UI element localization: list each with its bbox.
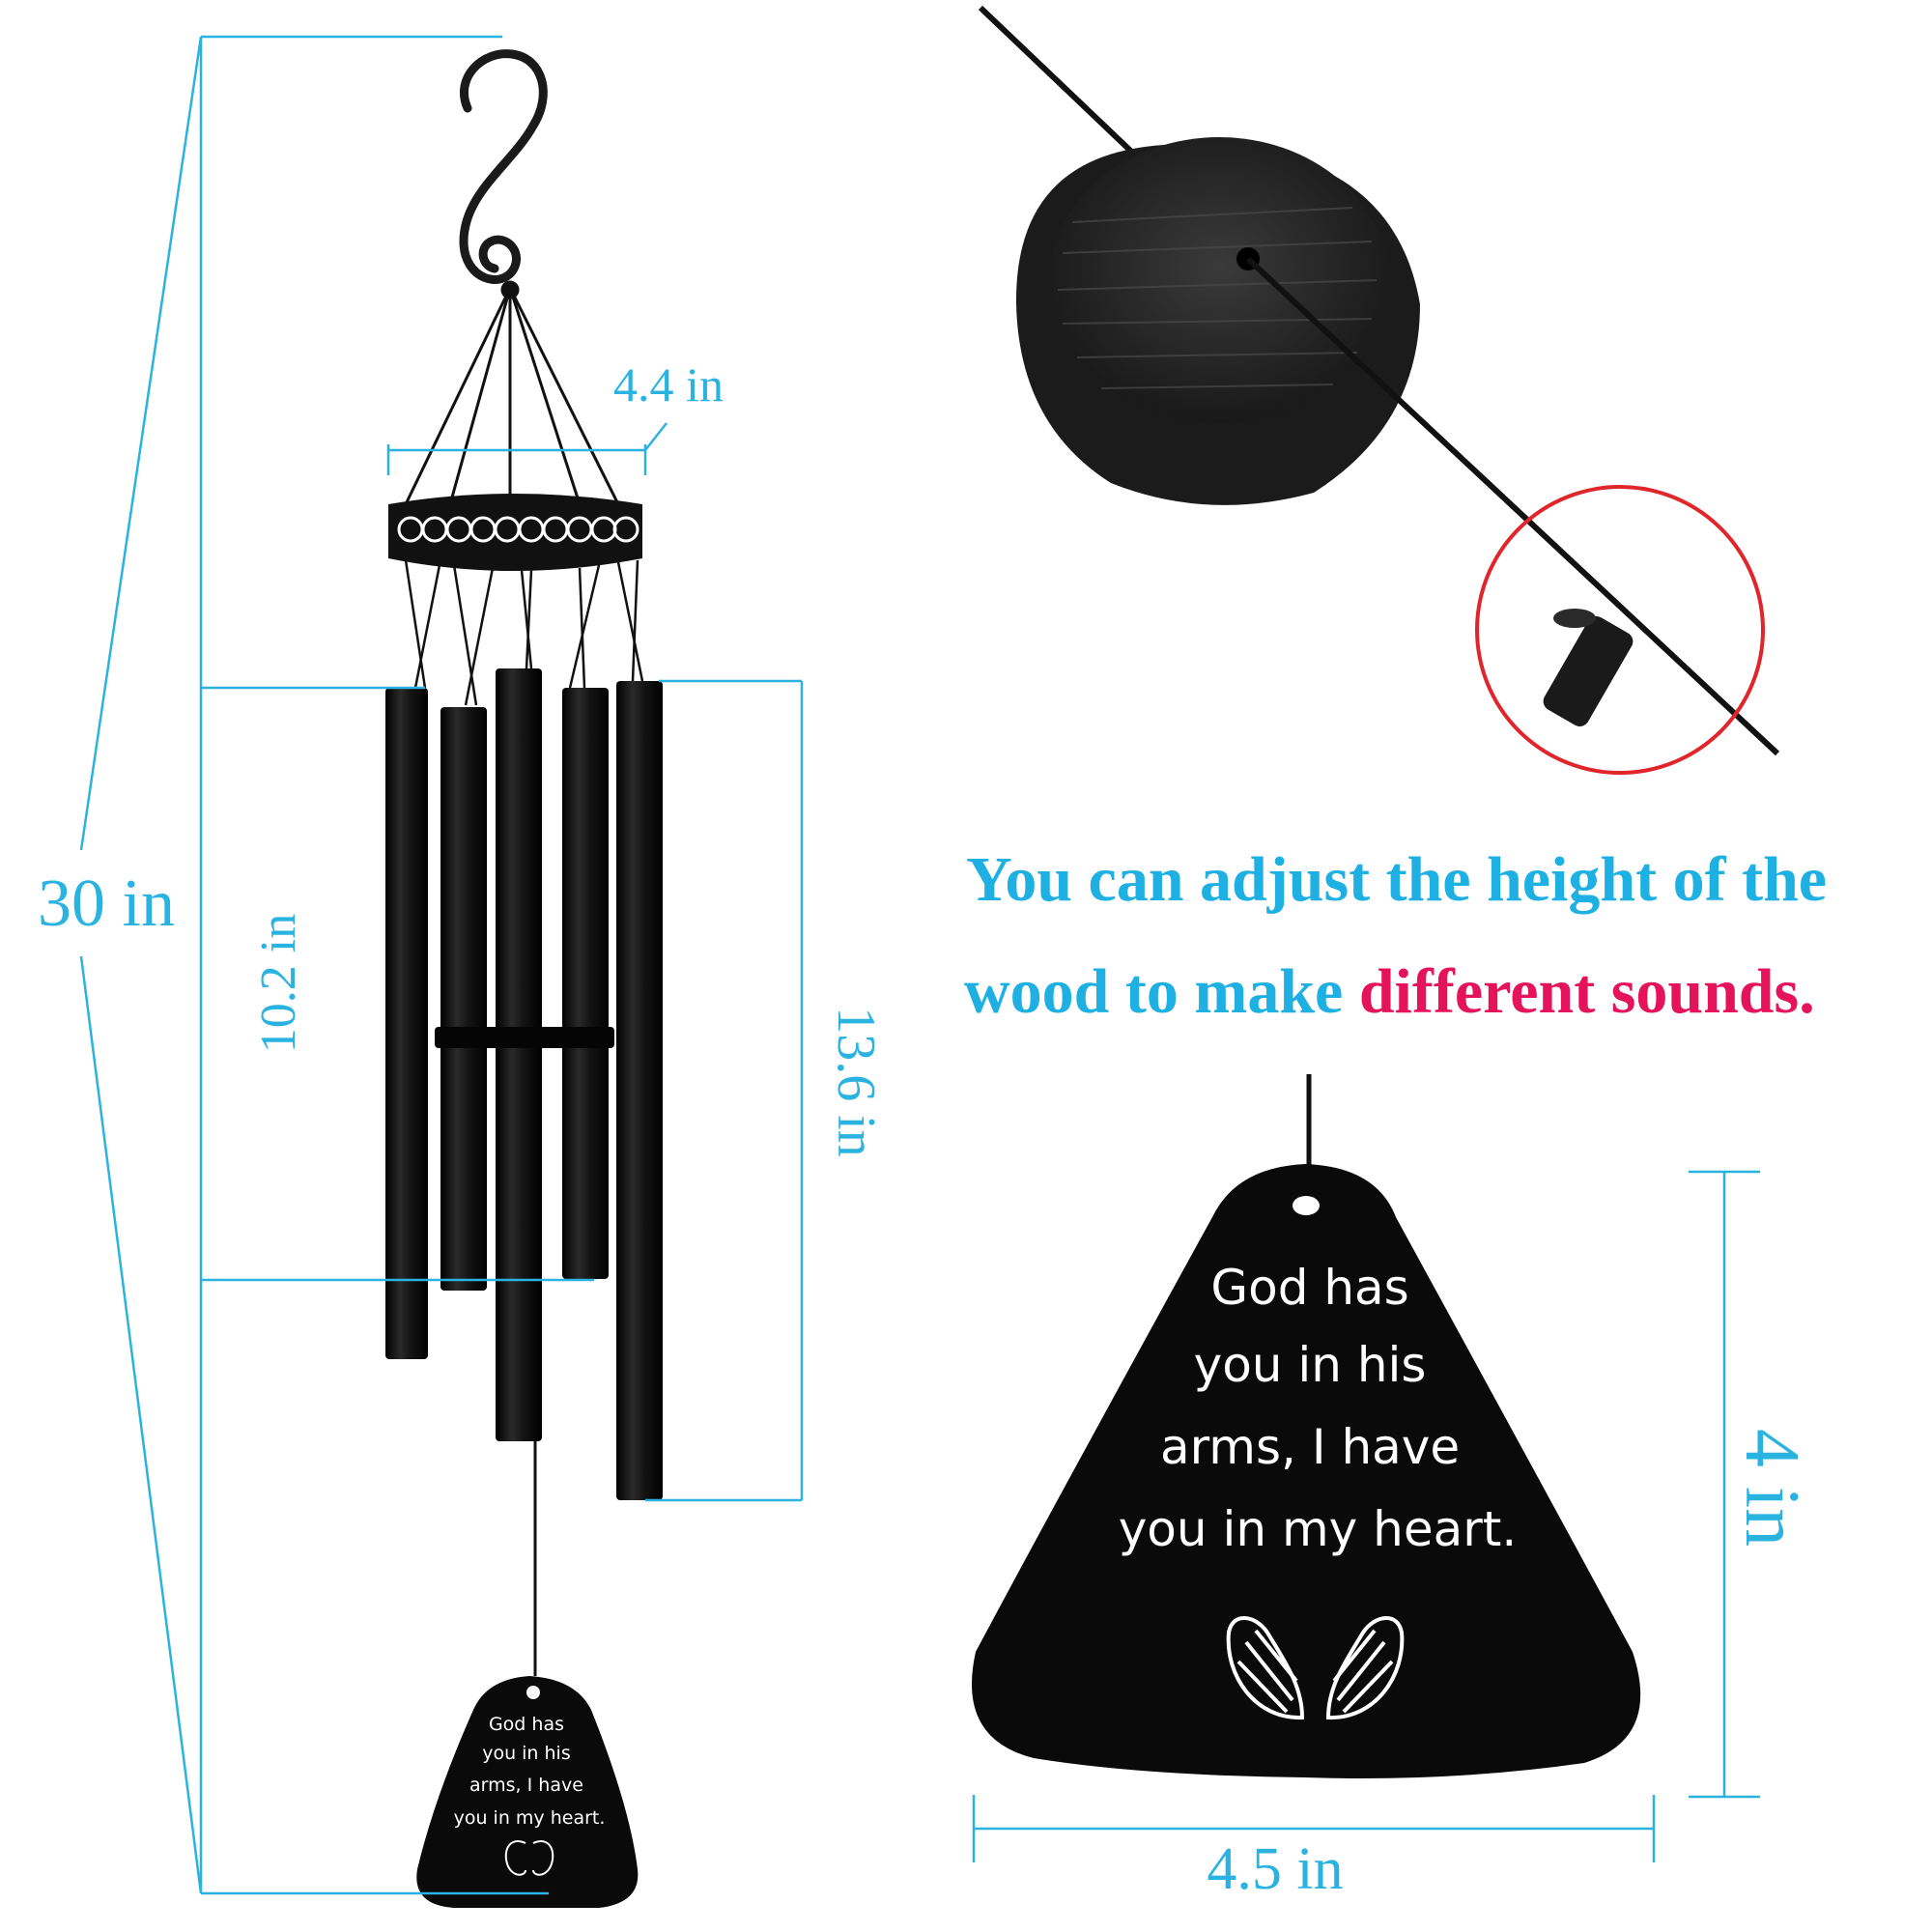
promo-line-2: wood to make different sounds. xyxy=(964,956,1815,1027)
large-sail-line-1: God has xyxy=(1210,1260,1408,1316)
dimension-lines xyxy=(79,35,1760,1895)
dimension-labels: 30 in 4.4 in 10.2 in 13.6 in 4 in 4.5 in xyxy=(38,357,1814,1902)
tube-strings xyxy=(404,559,644,706)
svg-text:God has you in his: God has you in his arms, I have you in m… xyxy=(454,1714,606,1829)
label-total-height: 30 in xyxy=(38,867,175,941)
ring-suspension-strings xyxy=(404,280,620,505)
large-sail-line-3: arms, I have xyxy=(1160,1419,1460,1475)
chime-tube-4 xyxy=(562,688,609,1279)
chime-tubes xyxy=(385,668,663,1500)
label-sail-height: 4 in xyxy=(1729,1429,1814,1547)
s-hook xyxy=(459,49,548,284)
promo-line-2-blue: wood to make xyxy=(964,956,1359,1027)
cord-lower xyxy=(1245,256,1780,756)
promo-line-1: You can adjust the height of the xyxy=(966,844,1827,915)
small-sail-line-3: arms, I have xyxy=(469,1775,583,1796)
label-long-tube: 13.6 in xyxy=(826,1007,886,1157)
chime-tube-3 xyxy=(496,668,542,1441)
large-sail-line-4: you in my heart. xyxy=(1119,1501,1518,1557)
cord-lock-stopper xyxy=(1543,609,1634,726)
large-angel-wings-icon xyxy=(1226,1616,1405,1720)
large-sail-line-2: you in his xyxy=(1194,1337,1427,1393)
chime-tube-1 xyxy=(385,688,428,1359)
large-wind-sail: God has you in his arms, I have you in m… xyxy=(972,1074,1641,1778)
small-sail-line-4: you in my heart. xyxy=(454,1807,606,1829)
small-angel-wings-icon xyxy=(504,1840,554,1876)
chime-tube-5 xyxy=(616,681,663,1500)
small-sail-line-2: you in his xyxy=(482,1743,571,1764)
svg-text:God has you in his: God has you in his arms, I have you in m… xyxy=(1119,1260,1518,1557)
chime-tube-2 xyxy=(440,707,487,1291)
striker-bar xyxy=(435,1027,614,1048)
highlight-circle xyxy=(1475,485,1765,775)
small-wind-sail: God has you in his arms, I have you in m… xyxy=(416,1676,639,1908)
promo-line-2-pink: different sounds. xyxy=(1359,956,1815,1027)
label-sail-width: 4.5 in xyxy=(1207,1836,1343,1902)
label-short-tube: 10.2 in xyxy=(251,914,306,1053)
wood-disc-face xyxy=(1050,137,1388,423)
label-ring-width: 4.4 in xyxy=(613,357,724,412)
small-sail-line-1: God has xyxy=(489,1714,564,1735)
decorative-ring xyxy=(388,494,642,571)
wind-chime-full-view: God has you in his arms, I have you in m… xyxy=(385,49,663,1908)
wood-striker-closeup xyxy=(978,5,1780,775)
